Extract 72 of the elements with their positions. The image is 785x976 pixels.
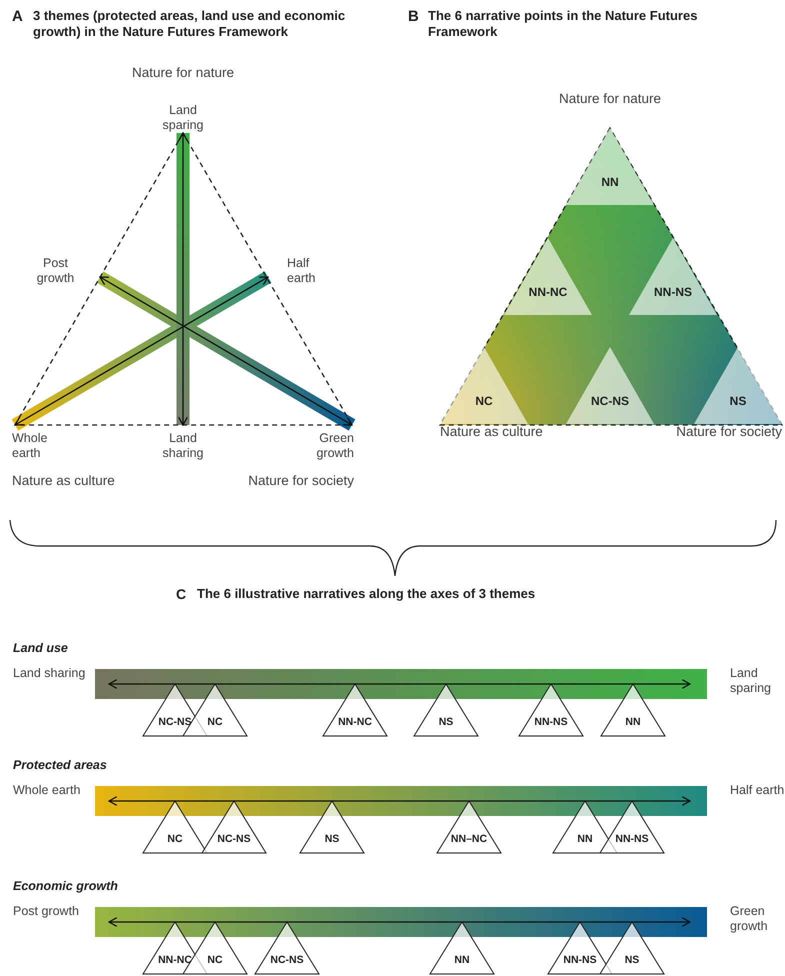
narrative-code: NN-NC (337, 716, 373, 728)
narrative-triangle (629, 238, 717, 315)
narrative-code: NC (474, 394, 494, 407)
narrative-triangle (255, 922, 319, 974)
double-arrow (108, 678, 691, 690)
narrative-triangle (143, 801, 207, 853)
narrative-code: NC-NS (216, 833, 252, 846)
axis-end-label: Land sparing (690, 666, 785, 706)
narrative-triangle (566, 347, 654, 424)
narrative-code: NC (166, 833, 184, 846)
corner-label: Nature as culture (12, 473, 115, 490)
narrative-code: NN-NS (533, 716, 569, 728)
corner-label: Nature as culture (440, 424, 543, 440)
panel-letter: C (176, 586, 186, 603)
narrative-triangle (437, 801, 501, 853)
axis-end-label: Half earth (690, 783, 785, 823)
corner-label: Nature for nature (130, 65, 236, 82)
axis-end-label: Green growth (690, 904, 785, 944)
axis-end-label: Whole earth (13, 783, 109, 823)
narrative-code: NS (728, 394, 748, 407)
theme-heading: Land use (13, 641, 68, 656)
narrative-triangle (300, 801, 364, 853)
narrative-code: NN-NC (528, 286, 568, 298)
double-arrow (99, 276, 353, 426)
narrative-triangle (566, 128, 654, 205)
panel-letter: A (12, 8, 23, 26)
narrative-triangle (323, 684, 387, 736)
narrative-code: NC-NS (590, 394, 630, 407)
panel-title: The 6 narrative points in the Nature Futures Framework (428, 8, 698, 40)
axis-end-label: Half earth (268, 256, 320, 292)
panel-letter: B (408, 8, 419, 26)
narrative-code: NN-NS (562, 954, 598, 966)
narrative-code: NS (324, 833, 340, 846)
narrative-code: NN–NC (450, 833, 488, 846)
narrative-code: NN-NS (653, 286, 693, 298)
theme-heading: Protected areas (13, 758, 107, 774)
corner-label: Nature for society (248, 473, 354, 490)
axis-end-label: Land sharing (150, 425, 216, 465)
double-arrow (14, 276, 269, 426)
corner-label: Nature for nature (558, 91, 662, 108)
narrative-triangle (600, 922, 664, 974)
narrative-triangle (694, 347, 782, 424)
panel-title: 3 themes (protected areas, land use and economic growth) in the Nature Futures Framework (33, 8, 346, 40)
narrative-code: NN-NC (157, 954, 193, 966)
axis-end-label: Land sparing (150, 103, 216, 133)
narrative-code: NN (576, 833, 594, 846)
double-arrow (108, 916, 691, 928)
narrative-triangle (440, 347, 528, 424)
narrative-triangle (601, 684, 665, 736)
narrative-code: NS (624, 954, 640, 966)
narrative-triangle (519, 684, 583, 736)
narrative-code: NC-NS (269, 954, 305, 966)
narrative-code: NN (453, 954, 471, 966)
axis-end-label: Whole earth (12, 425, 64, 465)
panel-title: The 6 illustrative narratives along the axes of 3 themes (197, 586, 536, 602)
narrative-code: NN (624, 716, 642, 728)
narrative-triangle (430, 922, 494, 974)
double-arrow (108, 796, 691, 806)
narrative-triangle (202, 801, 266, 853)
narrative-code: NN (600, 176, 620, 188)
axis-end-label: Post growth (25, 256, 100, 292)
axis-end-label: Post growth (13, 904, 109, 944)
corner-label: Nature for society (676, 424, 782, 440)
narrative-triangle (600, 801, 664, 853)
narrative-triangle (414, 684, 478, 736)
axis-end-label: Land sharing (13, 666, 109, 706)
narrative-code: NS (438, 716, 454, 728)
theme-heading: Economic growth (13, 879, 118, 894)
narrative-code: NN-NS (614, 833, 650, 846)
narrative-code: NC-NS (157, 716, 193, 728)
narrative-triangle (504, 238, 592, 315)
axis-end-label: Green growth (300, 425, 354, 465)
